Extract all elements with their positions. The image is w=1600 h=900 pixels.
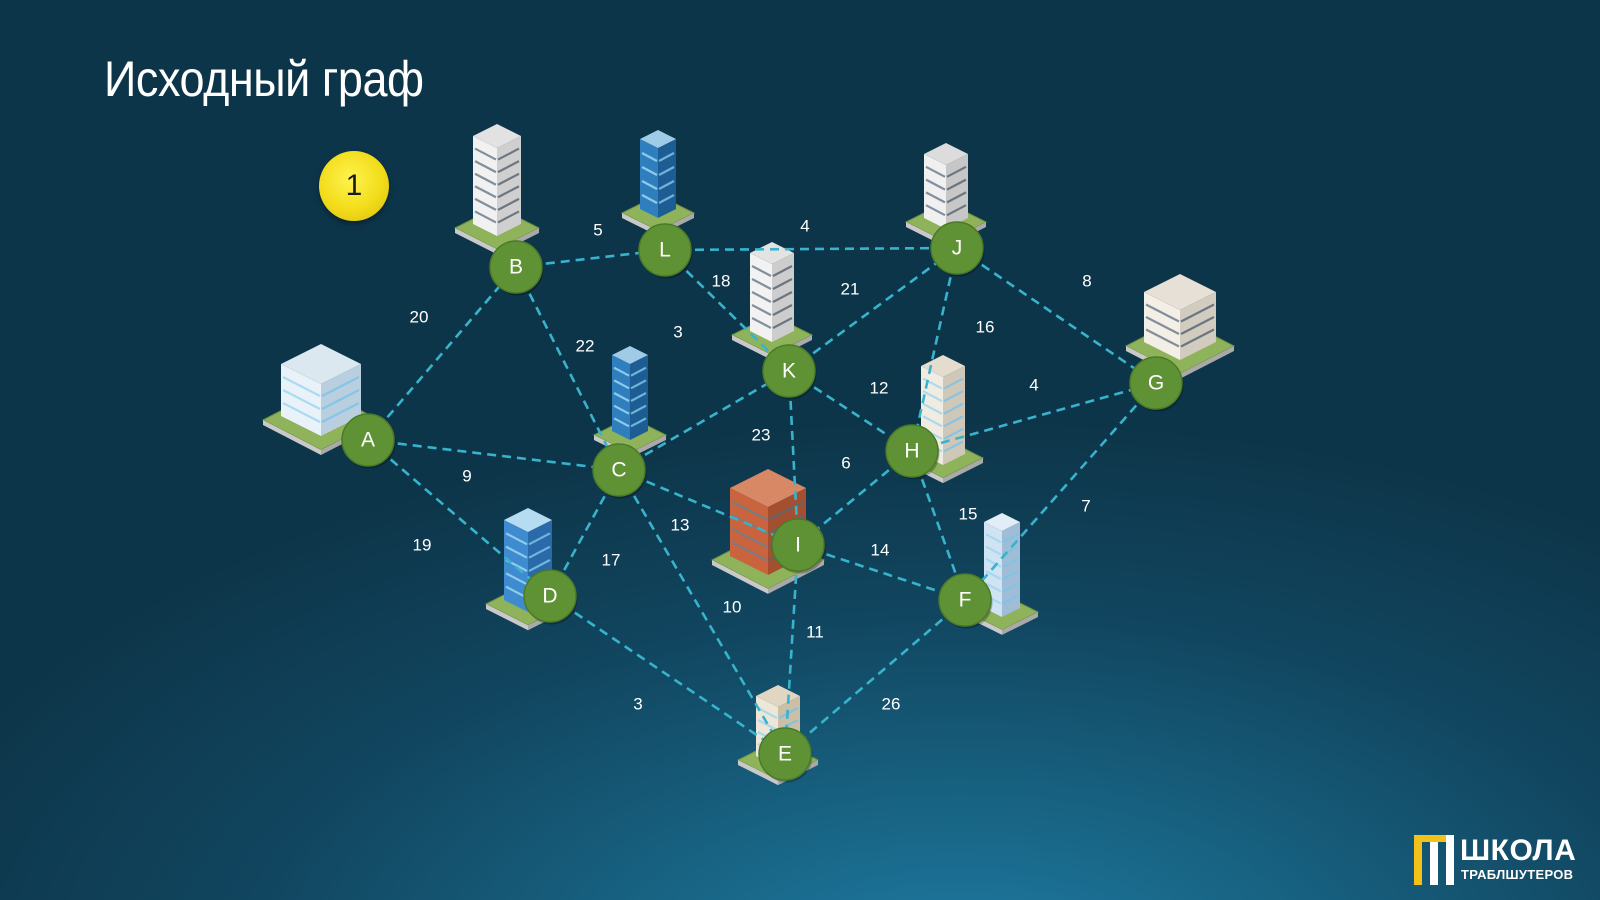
edge-C-E [617, 469, 787, 755]
edge-weight-G-F: 7 [1081, 496, 1090, 515]
node-G: G [1129, 356, 1184, 412]
edge-weight-A-D: 19 [413, 535, 432, 554]
edge-weight-I-F: 14 [871, 540, 890, 559]
node-B: B [489, 240, 544, 296]
node-A: A [341, 413, 396, 469]
edge-H-F [910, 450, 967, 601]
node-label-B: B [509, 256, 523, 279]
edge-C-K [618, 369, 790, 472]
step-badge: 1 [319, 151, 389, 221]
node-label-F: F [959, 589, 972, 612]
glass-tower-l-icon [620, 130, 696, 236]
node-H: H [885, 424, 940, 480]
edge-F-E [784, 599, 966, 755]
edge-weight-C-I: 13 [671, 515, 690, 534]
edge-L-J [664, 246, 958, 252]
edge-A-C [367, 438, 620, 472]
edge-weight-C-D: 17 [602, 550, 621, 569]
edge-D-E [549, 594, 786, 756]
node-label-K: K [782, 360, 796, 383]
edge-J-G [956, 246, 1157, 385]
node-I: I [771, 518, 826, 574]
edge-weight-B-L: 5 [593, 220, 602, 239]
node-label-E: E [778, 743, 792, 766]
logo-mark-icon [1414, 835, 1454, 885]
edge-weight-L-J: 4 [800, 216, 809, 235]
node-D: D [523, 569, 578, 625]
node-label-A: A [361, 429, 375, 452]
edge-weight-D-E: 3 [633, 694, 642, 713]
edge-G-F [964, 382, 1157, 601]
node-K: K [762, 344, 817, 400]
node-L: L [638, 223, 693, 279]
business-center-a-icon [261, 344, 381, 455]
edge-weight-K-J: 21 [841, 279, 860, 298]
node-label-H: H [904, 440, 919, 463]
edge-weight-H-I: 6 [841, 453, 850, 472]
edge-A-B [367, 266, 517, 441]
school-logo: ШКОЛА ТРАБЛШУТЕРОВ [1413, 834, 1588, 886]
edge-weight-H-G: 4 [1029, 375, 1038, 394]
node-J: J [930, 221, 985, 277]
office-tower-k-icon [730, 242, 814, 361]
edge-J-H [910, 247, 959, 452]
edge-weight-K-I: 23 [752, 425, 771, 444]
logo-title: ШКОЛА [1460, 834, 1577, 867]
node-label-L: L [659, 239, 671, 262]
edge-C-I [618, 468, 799, 547]
edge-A-D [367, 439, 551, 597]
logo-subtitle: ТРАБЛШУТЕРОВ [1461, 867, 1574, 882]
edge-weight-J-H: 16 [976, 317, 995, 336]
node-label-I: I [795, 534, 801, 557]
edge-B-C [514, 266, 621, 471]
edge-weight-I-E: 11 [806, 622, 824, 641]
edge-weight-C-E: 10 [723, 597, 742, 616]
node-label-D: D [542, 585, 557, 608]
edge-I-E [783, 544, 800, 755]
edge-weight-A-B: 20 [410, 307, 429, 326]
node-label-C: C [611, 459, 626, 482]
edge-weight-A-C: 9 [462, 466, 471, 485]
node-F: F [938, 573, 993, 629]
node-label-J: J [952, 237, 963, 260]
edge-weight-B-C: 22 [576, 336, 595, 355]
edge-weight-L-K: 18 [712, 271, 731, 290]
edge-K-J [788, 246, 958, 373]
slide-title: Исходный граф [104, 51, 424, 107]
edge-weight-K-H: 12 [870, 378, 889, 397]
edge-weight-F-E: 26 [882, 694, 901, 713]
edge-H-G [911, 381, 1157, 453]
edge-weight-J-G: 8 [1082, 271, 1091, 290]
node-C: C [592, 443, 647, 499]
glass-tower-f-icon [964, 513, 1040, 635]
node-label-G: G [1148, 372, 1164, 395]
node-E: E [758, 727, 813, 783]
edge-weight-H-F: 15 [959, 504, 978, 523]
office-tower-b-icon [453, 124, 541, 255]
edge-weight-C-K: 3 [673, 322, 682, 341]
